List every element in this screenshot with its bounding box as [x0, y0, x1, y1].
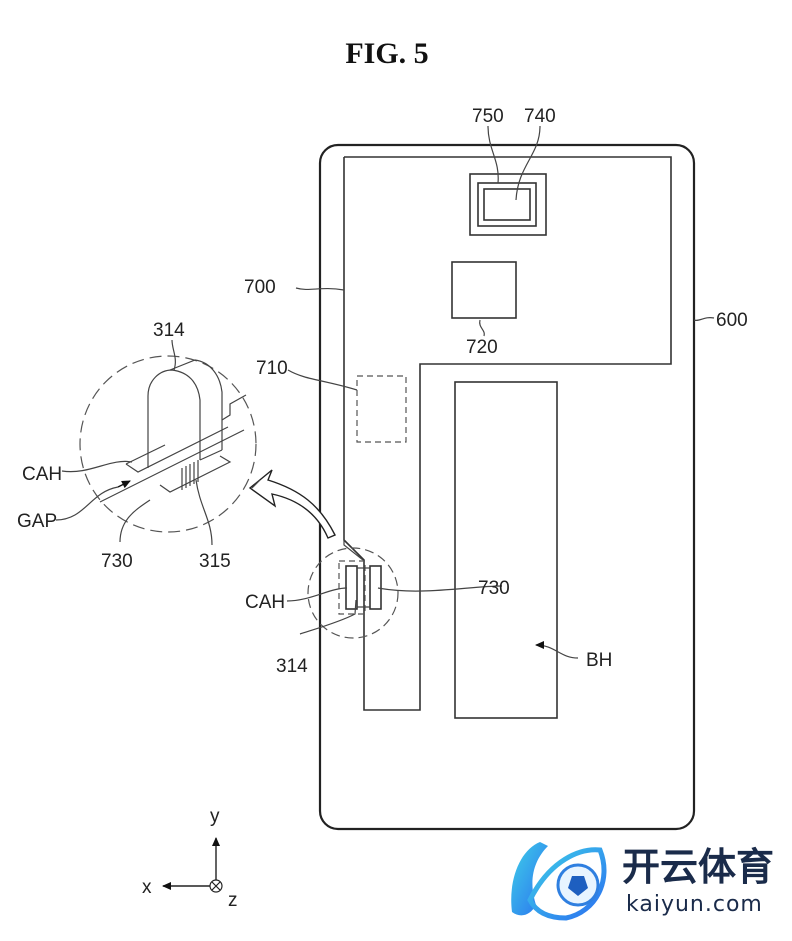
detail-label-730: 730: [101, 551, 133, 572]
label-600: 600: [716, 310, 748, 331]
detail-label-cah: CAH: [22, 464, 62, 485]
axis-label-y: y: [210, 806, 220, 827]
detail-label-gap: GAP: [17, 511, 57, 532]
board-notch: [343, 533, 364, 561]
component-730: [369, 565, 382, 610]
watermark-logo: 开云体育 kaiyun.com: [511, 842, 774, 921]
k-logo-icon: [511, 842, 548, 916]
label-720: 720: [466, 337, 498, 358]
watermark-brand-cn: 开云体育: [622, 845, 774, 889]
connector-314: [357, 567, 370, 608]
label-750: 750: [472, 106, 504, 127]
detail-circle-large: [79, 355, 257, 533]
leader-lines: [55, 125, 715, 659]
component-740: [483, 188, 531, 221]
component-710: [356, 375, 407, 443]
watermark-brand-en: kaiyun.com: [626, 892, 763, 917]
figure-title: FIG. 5: [345, 37, 428, 70]
outer-frame-600: [318, 143, 696, 831]
label-700: 700: [244, 277, 276, 298]
magnify-arrow: [248, 469, 336, 539]
detail-label-315: 315: [199, 551, 231, 572]
battery-hole-bh: [454, 381, 558, 719]
label-740: 740: [524, 106, 556, 127]
detail-label-314: 314: [153, 320, 185, 341]
label-730: 730: [478, 578, 510, 599]
component-750: [477, 182, 537, 227]
label-710: 710: [256, 358, 288, 379]
label-cah: CAH: [245, 592, 285, 613]
label-bh: BH: [586, 650, 612, 671]
axis-label-x: x: [142, 877, 152, 898]
label-314: 314: [276, 656, 308, 677]
board-700: [343, 156, 672, 711]
axis-label-z: z: [228, 890, 238, 911]
component-720: [451, 261, 517, 319]
detail-circle-small: [307, 547, 399, 639]
axis-indicator: y x z: [142, 806, 238, 911]
component-750-outer: [469, 173, 547, 236]
detail-drawing: [99, 359, 247, 503]
cah-dashed: [338, 560, 366, 615]
